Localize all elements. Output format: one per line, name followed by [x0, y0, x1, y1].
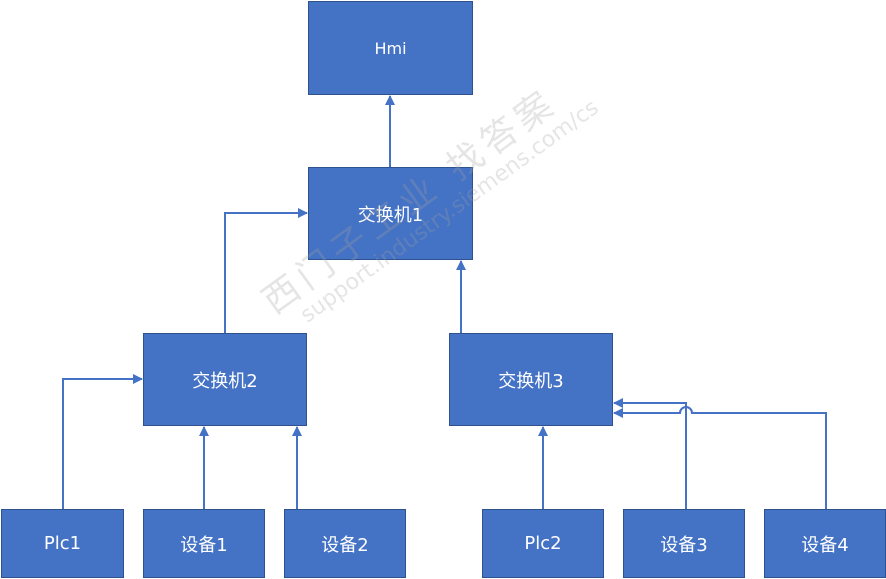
- device2-node: 设备2: [284, 509, 406, 578]
- hmi-label: Hmi: [374, 38, 407, 58]
- device2-label: 设备2: [321, 534, 369, 556]
- plc1-node: Plc1: [1, 509, 124, 578]
- plc2-node: Plc2: [482, 509, 604, 578]
- hmi-node: Hmi: [308, 1, 473, 95]
- switch1-label: 交换机1: [357, 204, 424, 226]
- connector-device4-switch3: [613, 406, 827, 509]
- device4-node: 设备4: [764, 509, 886, 578]
- device4-label: 设备4: [801, 534, 849, 556]
- switch2-label: 交换机2: [192, 370, 258, 392]
- device1-node: 设备1: [143, 509, 265, 578]
- device3-label: 设备3: [660, 534, 708, 556]
- connector-switch2-switch1: [224, 208, 308, 333]
- plc1-label: Plc1: [43, 533, 82, 554]
- connector-device3-switch3: [613, 398, 687, 509]
- switch3-node: 交换机3: [449, 333, 613, 426]
- switch1-node: 交换机1: [308, 167, 473, 260]
- connector-plc1-switch2: [62, 374, 143, 509]
- switch3-label: 交换机3: [498, 370, 564, 392]
- device3-node: 设备3: [623, 509, 745, 578]
- switch2-node: 交换机2: [143, 333, 307, 426]
- plc2-label: Plc2: [524, 533, 562, 554]
- device1-label: 设备1: [180, 534, 228, 556]
